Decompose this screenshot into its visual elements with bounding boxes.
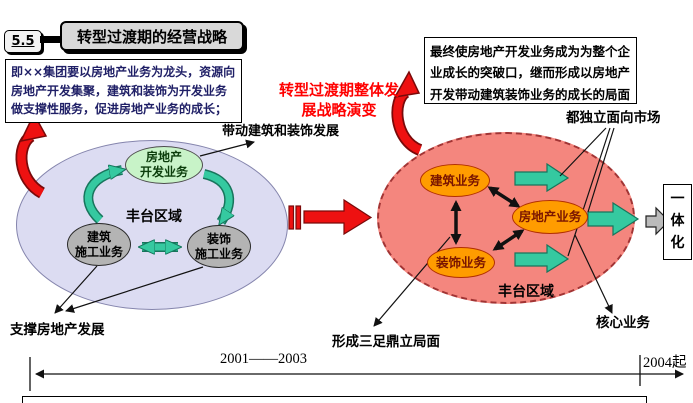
timeline: [29, 355, 684, 391]
node-construction-biz: 建筑业务: [420, 164, 490, 197]
phase1-region-label: 丰台区域: [126, 209, 182, 225]
node-real-estate-dev: 房地产 开发业务: [125, 146, 203, 184]
node-decoration-work: 装饰 施工业务: [187, 225, 251, 268]
center-heading: 转型过渡期整体发 展战略演变: [278, 81, 399, 120]
node-construction-work: 建筑 施工业务: [67, 223, 131, 266]
caption-independent-market: 都独立面向市场: [566, 110, 661, 126]
phase2-region-label: 丰台区域: [498, 284, 554, 300]
phase2-region-ellipse: [377, 132, 635, 304]
caption-drive: 带动建筑和装饰发展: [222, 124, 340, 139]
node-real-estate-biz: 房地产业务: [512, 200, 588, 234]
caption-support: 支撑房地产发展: [10, 322, 105, 338]
title-box: 转型过渡期的经营战略: [60, 21, 244, 51]
caption-core-business: 核心业务: [596, 315, 650, 331]
section-number: 5.5: [11, 34, 35, 49]
title-connector-bar: [40, 36, 64, 43]
section-number-box: 5.5: [4, 30, 42, 53]
node-decoration-biz: 装饰业务: [427, 247, 495, 278]
timeline-period2: 2004起: [643, 355, 687, 371]
integration-box: 一体化: [663, 184, 692, 260]
striped-right-arrow-icon: [288, 198, 373, 236]
left-note-box: 即××集团要以房地产业务为龙头，资源向房地产开发集聚，建筑和装饰为开发业务做支撑…: [5, 59, 242, 123]
right-note-box: 最终使房地产开发业务成为为整个企业成长的突破口，继而形成以房地产开发带动建筑装饰…: [424, 37, 637, 104]
caption-tripod: 形成三足鼎立局面: [332, 334, 440, 350]
timeline-period1: 2001——2003: [220, 351, 307, 367]
integration-label: 一体化: [670, 191, 685, 251]
footer-note-box: 说明: [22, 396, 647, 403]
page-title: 转型过渡期的经营战略: [76, 27, 227, 46]
